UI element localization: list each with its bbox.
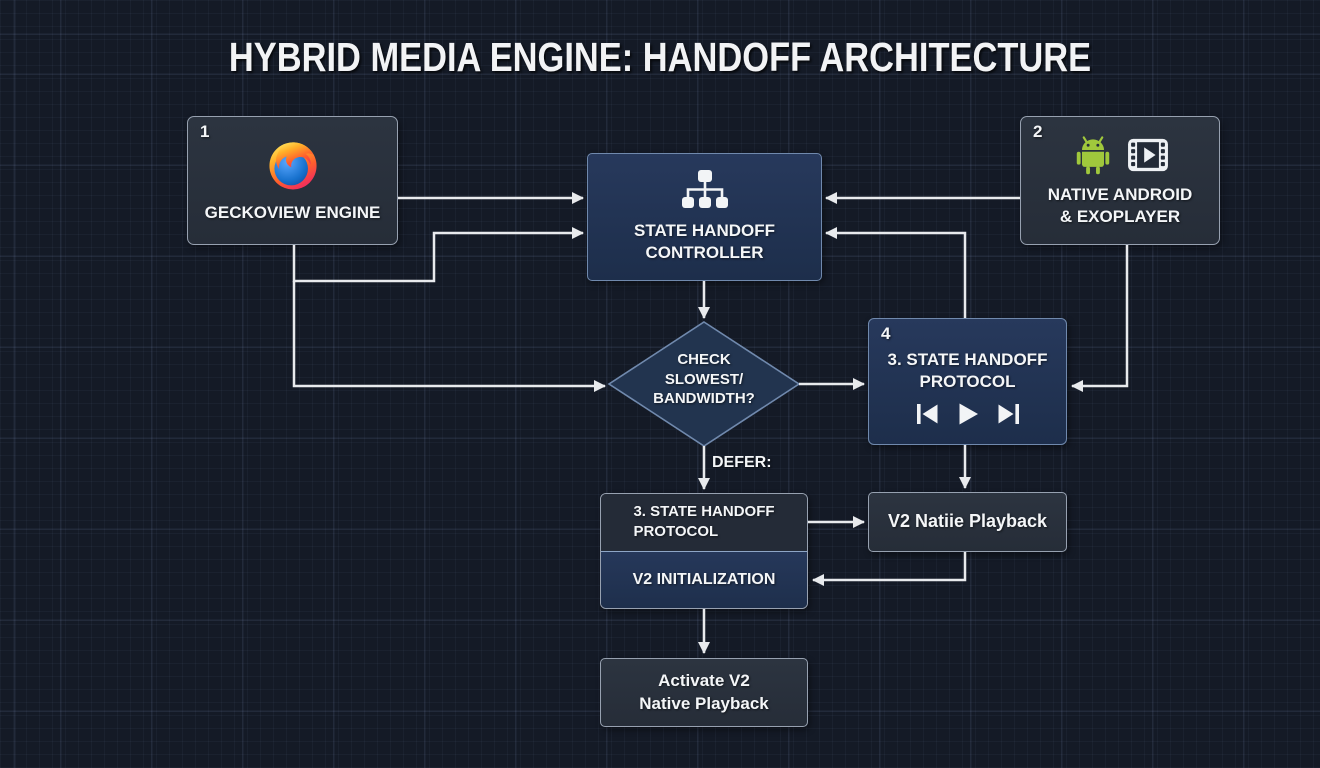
protocol-section: 3. STATE HANDOFF PROTOCOL	[601, 494, 807, 551]
edge-label-defer: DEFER:	[712, 454, 772, 471]
v2-initialization-section: V2 INITIALIZATION	[601, 550, 807, 608]
firefox-icon	[268, 142, 317, 190]
node-badge: 1	[200, 122, 210, 141]
node-badge: 2	[1033, 122, 1043, 141]
node-decision-label: CHECK SLOWEST/ BANDWIDTH?	[653, 351, 755, 407]
node-label: Activate V2 Native Playback	[639, 671, 769, 713]
node-activate-v2-native-playback: Activate V2 Native Playback	[600, 658, 808, 727]
edge-playback-to-v2-init	[812, 552, 967, 586]
node-label: GECKOVIEW ENGINE	[204, 203, 381, 223]
play-icon	[959, 403, 978, 425]
node-state-handoff-controller: STATE HANDOFF CONTROLLER	[587, 153, 822, 281]
node-v2-native-playback: V2 Natiie Playback	[868, 492, 1067, 552]
node-badge: 4	[881, 324, 891, 343]
android-robot-icon	[1076, 135, 1110, 174]
node-label: STATE HANDOFF CONTROLLER	[633, 220, 776, 262]
node-label: V2 Natiie Playback	[887, 511, 1048, 532]
skip-next-icon	[998, 404, 1019, 425]
node-label: NATIVE ANDROID & EXOPLAYER	[1047, 184, 1193, 226]
node-icons	[1071, 133, 1169, 177]
film-play-icon	[1128, 138, 1168, 171]
node-protocol-v2-initialization: 3. STATE HANDOFF PROTOCOL V2 INITIALIZAT…	[600, 493, 808, 609]
node-label: 3. STATE HANDOFF PROTOCOL	[887, 349, 1048, 391]
edge-android-to-protocol-media	[1071, 245, 1129, 392]
node-state-handoff-protocol-media: 4 3. STATE HANDOFF PROTOCOL	[868, 318, 1067, 445]
skip-previous-icon	[916, 404, 937, 425]
sitemap-icon	[681, 169, 728, 208]
edge-protocol-media-to-controller	[825, 227, 967, 318]
node-geckoview-engine: 1 GECKOVIEW ENGINE	[187, 116, 398, 245]
edge-geckoview-to-decision	[292, 281, 606, 392]
page-title: HYBRID MEDIA ENGINE: HANDOFF ARCHITECTUR…	[228, 34, 1092, 80]
media-controls	[914, 402, 1022, 426]
node-native-android-exoplayer: 2	[1020, 116, 1220, 245]
